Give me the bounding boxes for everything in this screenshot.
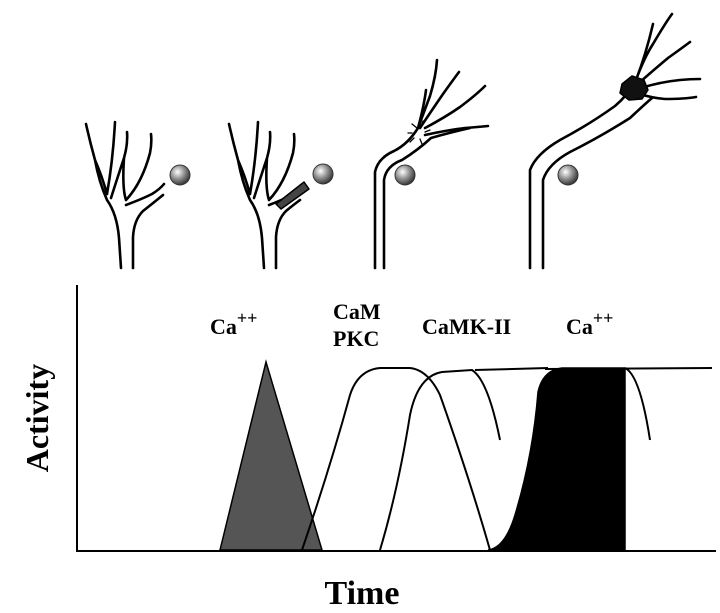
calcium-label-1: Ca++ — [210, 308, 257, 339]
contact-bead-2 — [312, 163, 334, 185]
dispersed-puncta-3 — [407, 120, 431, 145]
final-plateau-line — [544, 367, 713, 370]
growth-cone-3-outline — [373, 58, 490, 270]
growth-cone-stage-2 — [227, 120, 334, 270]
cam-label: CaM — [333, 299, 381, 324]
calcium-decay-curve — [624, 367, 651, 441]
cam-pkc-curve — [301, 367, 491, 551]
growth-cone-1-outline — [84, 120, 166, 270]
aggregated-cluster-4 — [619, 75, 649, 101]
contact-bead-4 — [557, 164, 579, 186]
calcium-rise-2-fill — [487, 367, 626, 551]
growth-cone-stage-3 — [373, 58, 490, 270]
sustained-activity-line — [474, 367, 549, 371]
actin-bundle-2 — [275, 181, 310, 210]
calcium-label-1-superscript: ++ — [237, 308, 258, 328]
contact-bead-3 — [394, 164, 416, 186]
calcium-label-2-superscript: ++ — [593, 308, 614, 328]
calcium-peak-1 — [219, 359, 324, 551]
calcium-label-2-text: Ca — [566, 314, 593, 339]
calcium-label-2: Ca++ — [566, 308, 613, 339]
calcium-label-1-text: Ca — [210, 314, 237, 339]
activity-graph: Ca++ CaM PKC CaMK-II Ca++ Activity Time — [19, 285, 716, 612]
growth-cone-stage-1 — [84, 120, 191, 270]
camk-ii-curve — [379, 368, 501, 551]
pkc-label: PKC — [333, 326, 379, 351]
camk-ii-label: CaMK-II — [422, 314, 511, 339]
y-axis-label: Activity — [19, 364, 55, 472]
growth-cone-4-outline — [528, 12, 702, 270]
contact-bead-1 — [169, 164, 191, 186]
x-axis-label: Time — [325, 575, 400, 612]
growth-cone-stage-4 — [528, 12, 702, 270]
